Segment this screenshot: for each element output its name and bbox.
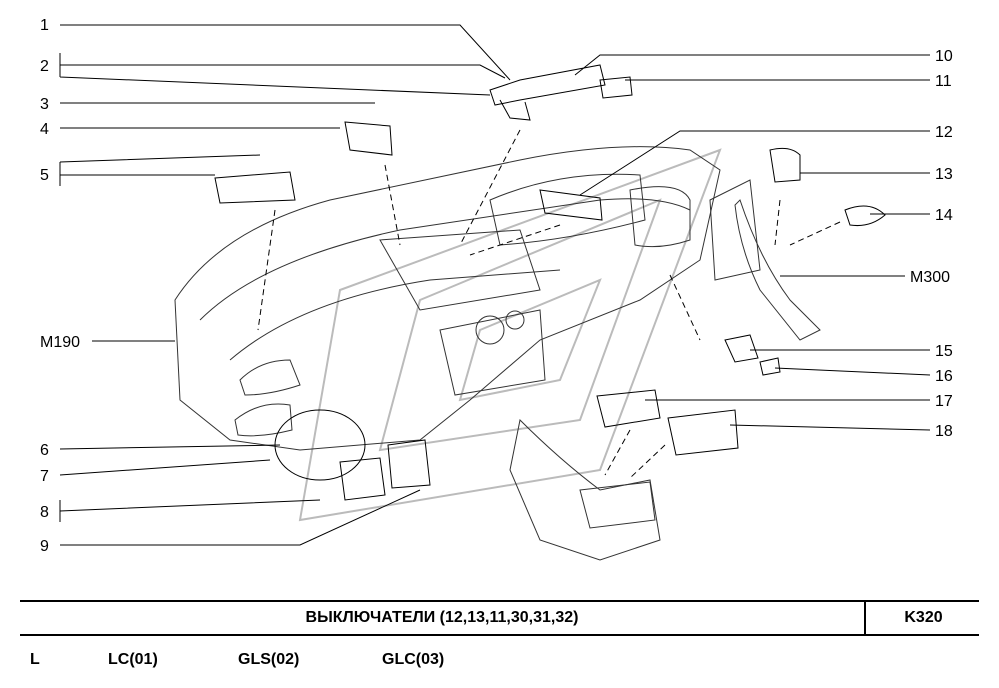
- callout-9: 9: [40, 538, 49, 555]
- callout-8: 8: [40, 504, 49, 521]
- variant-l: L: [30, 651, 40, 668]
- callout-12: 12: [935, 124, 953, 141]
- callout-16: 16: [935, 368, 953, 385]
- callout-11: 11: [935, 73, 952, 90]
- callout-2: 2: [40, 58, 49, 75]
- callout-4: 4: [40, 121, 49, 138]
- callout-3: 3: [40, 96, 49, 113]
- watermark-logo: [298, 148, 722, 522]
- dashboard-outline: [174, 146, 721, 451]
- ref-m190: M190: [40, 334, 80, 351]
- callout-15: 15: [935, 343, 953, 360]
- callout-7: 7: [40, 468, 49, 485]
- ref-m300: M300: [910, 269, 950, 286]
- callout-6: 6: [40, 442, 49, 459]
- callout-1: 1: [40, 17, 49, 34]
- variant-lc: LC(01): [108, 651, 158, 668]
- callout-5: 5: [40, 167, 49, 184]
- diagram-title: ВЫКЛЮЧАТЕЛИ (12,13,11,30,31,32): [305, 609, 579, 626]
- center-console: [509, 418, 661, 561]
- callout-18: 18: [935, 423, 953, 440]
- dashboard-exploded-diagram: 1 2 3 4 5 M190 6 7 8 9 10 11 12 13 14 M3…: [40, 17, 953, 561]
- variant-glc: GLC(03): [382, 651, 445, 668]
- diagram-code: K320: [864, 602, 981, 634]
- callout-14: 14: [935, 207, 953, 224]
- callout-17: 17: [935, 393, 953, 410]
- variant-gls: GLS(02): [238, 651, 300, 668]
- callout-10: 10: [935, 48, 953, 65]
- title-block: ВЫКЛЮЧАТЕЛИ (12,13,11,30,31,32) K320: [20, 600, 979, 636]
- door-pillar: [734, 199, 821, 341]
- callout-13: 13: [935, 166, 953, 183]
